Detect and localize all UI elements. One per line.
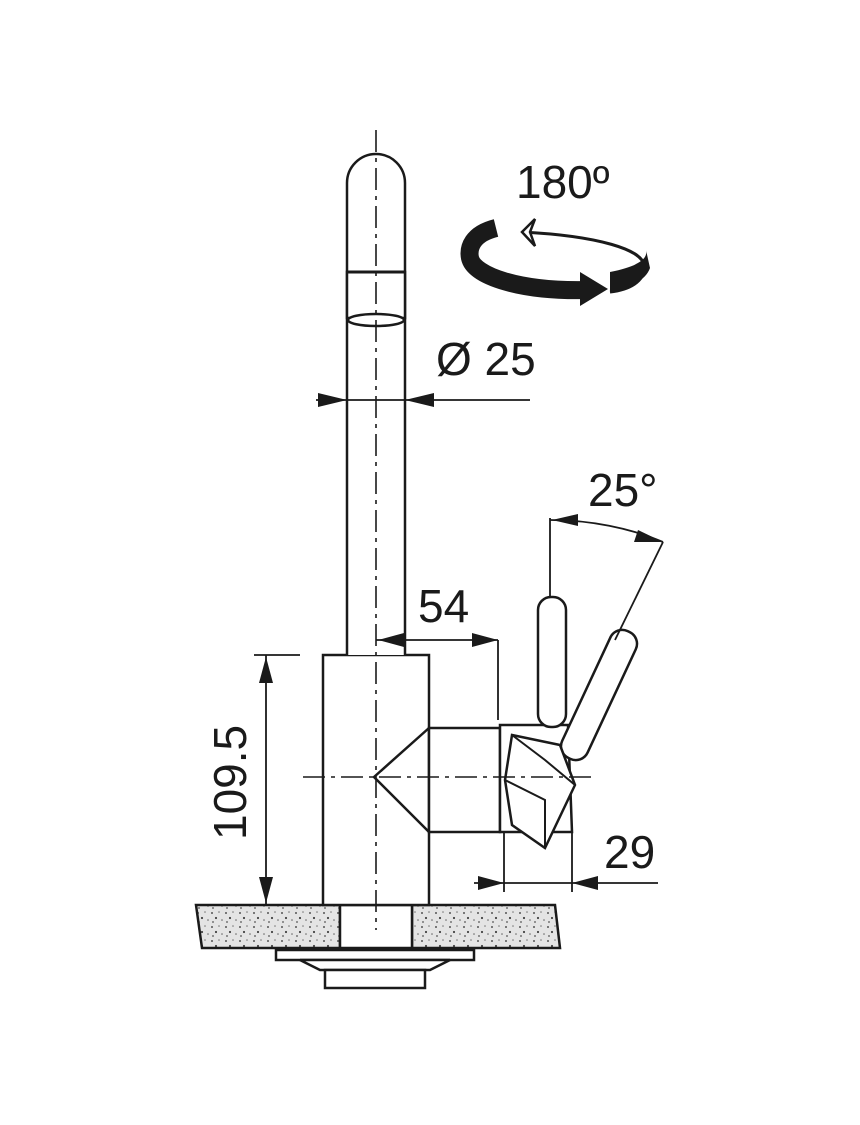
lever-tilted xyxy=(559,628,639,762)
height-label: 109.5 xyxy=(204,725,256,840)
width-dimension xyxy=(474,832,658,892)
lever-vertical xyxy=(536,595,568,729)
offset-label: 54 xyxy=(418,580,469,632)
offset-dimension xyxy=(376,633,499,720)
mounting-assembly xyxy=(274,903,476,990)
rotation-arrow-icon xyxy=(460,218,650,306)
width-label: 29 xyxy=(604,826,655,878)
angle-label: 25° xyxy=(588,464,658,516)
diameter-label: Ø 25 xyxy=(436,333,536,385)
diameter-dimension xyxy=(316,393,530,407)
lever-hub xyxy=(503,733,577,850)
angle-dimension xyxy=(549,514,664,641)
rotation-label: 180º xyxy=(516,156,610,208)
height-dimension xyxy=(254,654,300,905)
